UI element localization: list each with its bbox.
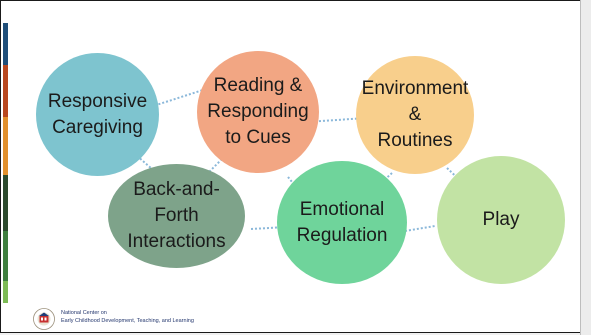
side-panel xyxy=(580,0,591,335)
node-play: Play xyxy=(437,156,565,284)
footer-org-name: National Center on Early Childhood Devel… xyxy=(61,309,194,325)
accent-stripe-5 xyxy=(3,231,8,281)
node-label: Environment & Routines xyxy=(361,78,469,151)
footer-line-1: National Center on xyxy=(61,310,107,316)
node-label: Responsive Caregiving xyxy=(47,90,148,138)
node-label: Play xyxy=(482,209,520,230)
accent-stripe-3 xyxy=(3,117,8,175)
footer-line-2: Early Childhood Development, Teaching, a… xyxy=(61,318,194,324)
ohs-seal-icon xyxy=(33,308,55,330)
accent-stripe-6 xyxy=(3,281,8,303)
node-responsive-caregiving: Responsive Caregiving xyxy=(36,53,159,176)
node-environment-routines: Environment & Routines xyxy=(356,56,474,174)
node-back-and-forth: Back-and- Forth Interactions xyxy=(108,164,245,268)
node-label: Emotional Regulation xyxy=(296,198,388,246)
accent-stripe-2 xyxy=(3,65,8,117)
accent-stripe-4 xyxy=(3,175,8,231)
connector-emotional-play xyxy=(404,225,436,232)
node-label: Back-and- Forth Interactions xyxy=(127,179,226,252)
node-label: Reading & Responding to Cues xyxy=(207,75,309,148)
accent-stripe-1 xyxy=(3,23,8,65)
node-reading-responding: Reading & Responding to Cues xyxy=(197,51,319,173)
node-emotional-regulation: Emotional Regulation xyxy=(277,161,407,284)
